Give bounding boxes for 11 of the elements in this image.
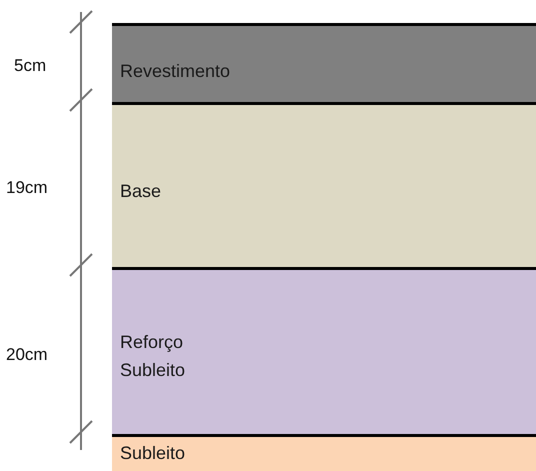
dimension-label: 19cm [6,178,48,198]
dimension-label: 5cm [14,56,46,76]
pavement-layer [112,102,536,270]
layer-label: Subleito [120,442,186,465]
layer-label: Reforço Subleito [120,331,186,382]
pavement-layer [112,267,536,437]
layer-label: Revestimento [120,60,232,83]
pavement-layer [112,23,536,105]
layer-label: Base [120,180,162,203]
pavement-layer [112,434,536,471]
dimension-label: 20cm [6,345,48,365]
